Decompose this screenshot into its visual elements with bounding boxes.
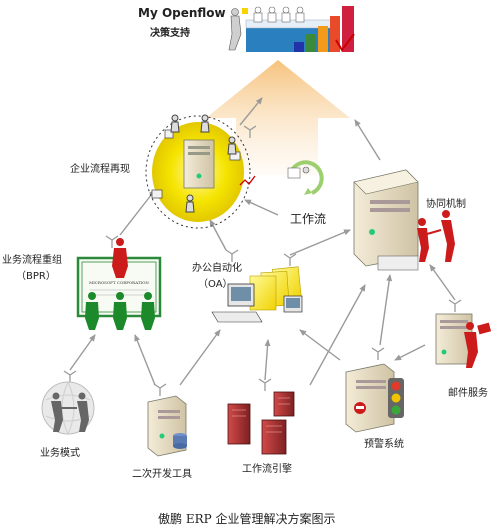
dev-tools-label: 二次开发工具	[132, 469, 192, 480]
checkmark-icon	[335, 33, 355, 52]
figure-caption: 傲鹏 ERP 企业管理解决方案图示	[158, 512, 336, 526]
brand-title: My Openflow	[138, 6, 226, 20]
arrow-devtools-to-bpr	[134, 334, 156, 386]
chart-bar	[306, 34, 316, 52]
chart-bar	[294, 42, 304, 52]
arrow-collab-to-support	[354, 119, 381, 161]
arrow-replay-to-support	[239, 97, 263, 126]
mail-service-label: 邮件服务	[448, 388, 488, 399]
arrow-business-to-bpr	[69, 334, 96, 371]
red-figure-pair	[417, 210, 455, 262]
dev-tools-illustration	[147, 395, 187, 457]
arrow-workflow-to-replay	[244, 199, 279, 216]
arrow-oa-to-replay	[209, 219, 227, 251]
presenter-figure	[228, 8, 242, 51]
red-figure	[112, 238, 128, 278]
decision-support-illustration	[228, 6, 355, 52]
process-replay-label: 企业流程再现	[70, 164, 130, 175]
chart-bar	[342, 6, 354, 52]
chart-bar	[330, 16, 340, 52]
connector-arrows	[69, 97, 456, 386]
bpr-label-line2: （BPR）	[16, 271, 56, 282]
arrow-alert-to-oa	[299, 329, 341, 361]
alert-system-label: 预警系统	[364, 439, 404, 450]
bpr-illustration: MICROSOFT CORPORATION	[76, 238, 162, 330]
business-model-label: 业务模式	[40, 448, 80, 459]
workflow-illustration	[287, 160, 324, 195]
arrow-bpr-to-replay	[119, 189, 156, 236]
workflow-label: 工作流	[290, 212, 327, 226]
oa-label-line2: （OA）	[198, 279, 233, 290]
bpr-label-line1: 业务流程重组	[2, 255, 62, 266]
trend-chart-icon	[239, 175, 256, 186]
certificate-text: MICROSOFT CORPORATION	[89, 280, 149, 285]
collaboration-label: 协同机制	[426, 199, 466, 210]
arrow-devtools-to-oa	[179, 329, 221, 386]
arrow-engine-to-oa	[264, 339, 271, 381]
workflow-engine-illustration	[227, 391, 295, 455]
business-model-illustration	[41, 381, 95, 435]
alert-system-illustration	[345, 363, 404, 433]
arrow-oa-to-collab	[289, 229, 351, 256]
oa-label-line1: 办公自动化	[192, 263, 242, 274]
arrow-alert-to-collab	[379, 274, 393, 346]
arrow-mail-to-alert	[394, 344, 426, 361]
process-replay-illustration	[145, 114, 256, 229]
oa-illustration	[211, 266, 303, 323]
collaboration-illustration	[353, 169, 455, 271]
connector-forks	[63, 125, 462, 396]
arrow-mail-to-collab	[429, 264, 456, 301]
mail-service-illustration	[435, 313, 492, 368]
workflow-engine-label: 工作流引擎	[242, 464, 292, 475]
chart-bar	[318, 26, 328, 52]
decision-support-label: 决策支持	[150, 28, 190, 39]
green-figures	[85, 292, 155, 330]
big-upward-arrow	[206, 60, 350, 175]
arrow-engine-to-collab	[309, 284, 366, 386]
